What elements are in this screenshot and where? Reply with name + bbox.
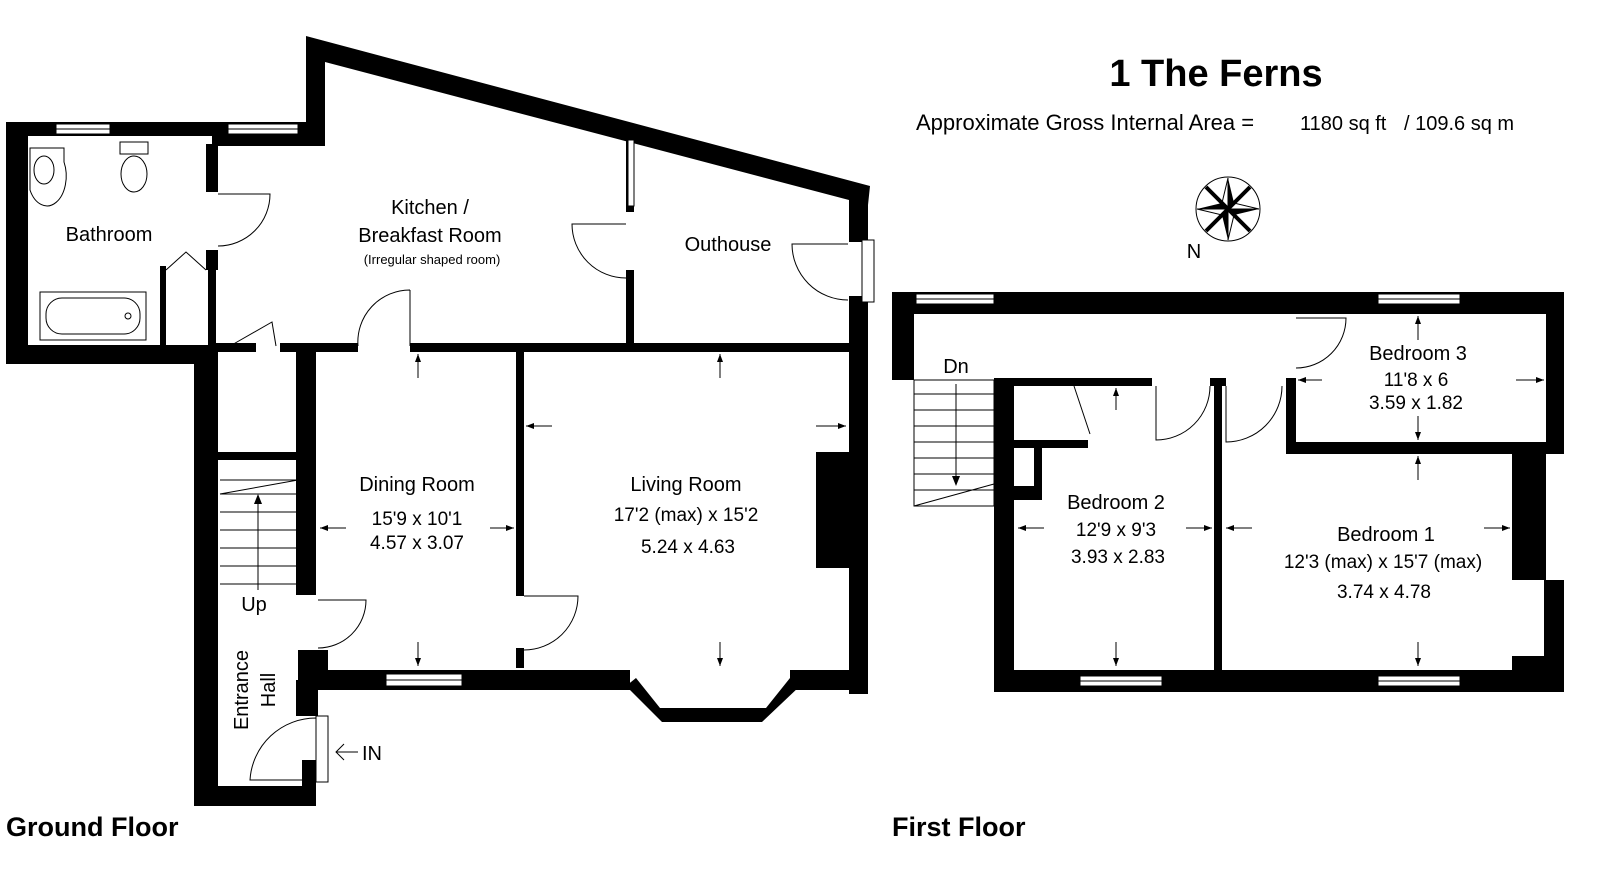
first-floor-stairs [913, 379, 995, 507]
kitchen-note: (Irregular shaped room) [364, 252, 501, 267]
bedroom3-label: Bedroom 3 [1369, 343, 1467, 365]
kitchen-label-line2: Breakfast Room [358, 225, 501, 247]
stairs-down-label: Dn [943, 356, 969, 378]
ground-floor-plan: Bathroom Kitchen / Breakfast Room (Irreg… [6, 36, 875, 842]
area-sqm: / 109.6 sq m [1404, 113, 1514, 135]
living-room-imperial: 17'2 (max) x 15'2 [614, 505, 759, 526]
bathroom-label: Bathroom [66, 224, 153, 246]
dining-room-imperial: 15'9 x 10'1 [372, 509, 463, 530]
ground-floor-label: Ground Floor [6, 812, 179, 842]
bedroom2-imperial: 12'9 x 9'3 [1076, 520, 1156, 541]
entrance-hall-label-line1: Entrance [231, 650, 253, 730]
living-room-metric: 5.24 x 4.63 [641, 537, 735, 558]
bedroom2-metric: 3.93 x 2.83 [1071, 547, 1165, 568]
entrance-label: IN [362, 743, 382, 765]
kitchen-label-line1: Kitchen / [391, 197, 469, 219]
ground-stairs [219, 479, 299, 590]
bedroom1-imperial: 12'3 (max) x 15'7 (max) [1284, 552, 1482, 573]
living-room-label: Living Room [630, 474, 741, 496]
dining-room-metric: 4.57 x 3.07 [370, 533, 464, 554]
first-dimension-arrows [1018, 316, 1544, 666]
first-floor-label: First Floor [892, 812, 1026, 842]
area-label: Approximate Gross Internal Area = [916, 110, 1254, 135]
bedroom3-metric: 3.59 x 1.82 [1369, 393, 1463, 414]
dining-room-label: Dining Room [359, 474, 475, 496]
entrance-hall-label-line2: Hall [258, 673, 280, 707]
area-sqft: 1180 sq ft [1300, 113, 1387, 135]
bedroom1-label: Bedroom 1 [1337, 524, 1435, 546]
compass-icon [1195, 176, 1261, 242]
ground-dimension-arrows [320, 354, 846, 666]
entrance-arrow [335, 743, 358, 761]
bedroom1-metric: 3.74 x 4.78 [1337, 582, 1431, 603]
stairs-up-label: Up [241, 594, 267, 616]
compass-north-label: N [1187, 241, 1201, 263]
bedroom3-imperial: 11'8 x 6 [1384, 370, 1449, 391]
first-floor-plan: Dn Bedroom 3 11'8 x 6 3.59 x 1.82 Bedroo… [892, 292, 1564, 842]
bedroom2-label: Bedroom 2 [1067, 492, 1165, 514]
outhouse-label: Outhouse [685, 234, 772, 256]
property-title: 1 The Ferns [1109, 53, 1322, 95]
